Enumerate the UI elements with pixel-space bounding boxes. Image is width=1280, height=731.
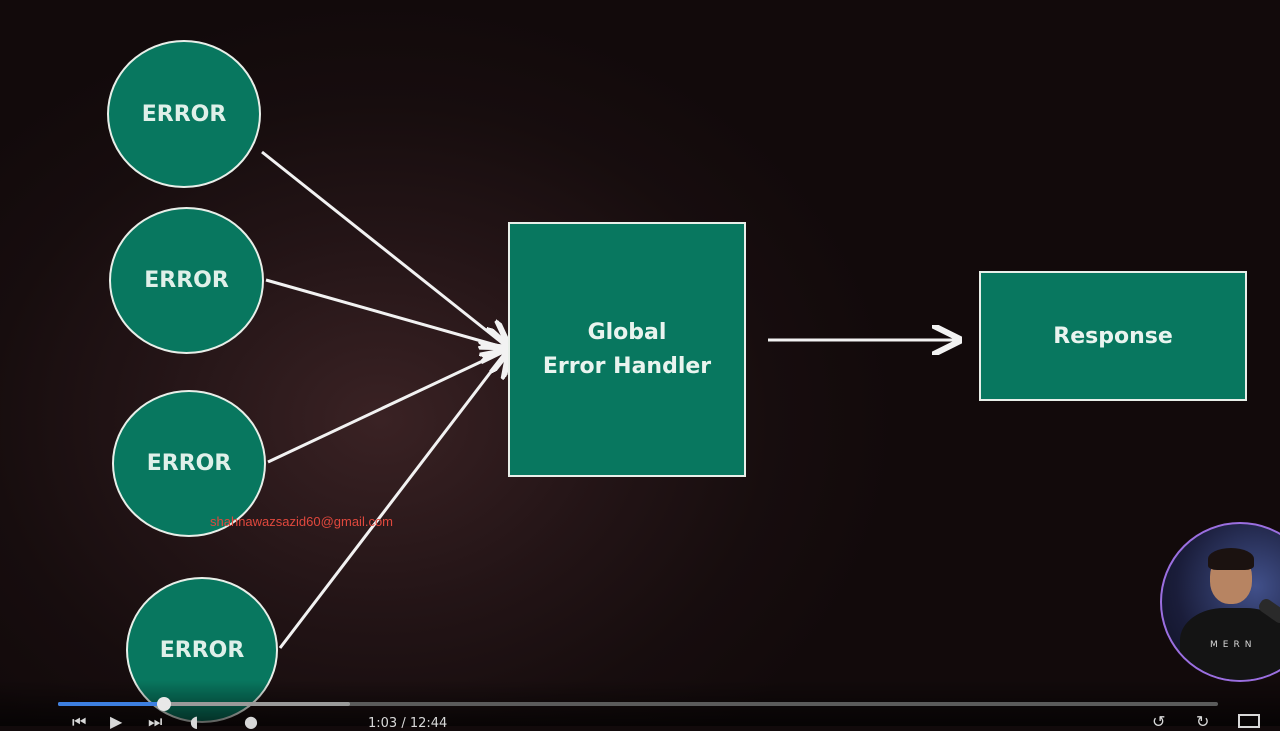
response-label: Response <box>1053 323 1173 349</box>
prev-icon[interactable]: ⏮ <box>72 712 87 731</box>
arrow-error-1 <box>261 150 506 346</box>
progress-buffered <box>58 702 350 706</box>
play-icon[interactable]: ▶ <box>110 712 123 731</box>
shirt-logo-text: MERN <box>1210 640 1257 650</box>
handler-label-line2: Error Handler <box>542 353 712 379</box>
watermark-email: shahnawazsazid60@gmail.com <box>210 514 394 529</box>
arrow-error-4 <box>278 352 506 649</box>
error-node-2: ERROR <box>109 207 264 354</box>
arrow-error-3 <box>267 350 506 464</box>
response-box: Response <box>979 271 1247 401</box>
progress-scrubber-handle[interactable] <box>157 697 171 711</box>
next-icon[interactable]: ⏭ <box>148 712 163 731</box>
progress-played <box>58 702 164 706</box>
presenter-body <box>1180 608 1280 680</box>
time-display: 1:03 / 12:44 <box>368 716 448 731</box>
error-node-1: ERROR <box>107 40 261 188</box>
arrow-error-2 <box>265 278 506 348</box>
global-error-handler-box: Global Error Handler <box>508 222 746 477</box>
forward-10-icon[interactable]: ↻ <box>1196 712 1210 731</box>
volume-slider-icon[interactable]: ● <box>244 712 258 731</box>
progress-track[interactable] <box>58 702 1218 706</box>
volume-icon[interactable]: ◖ <box>190 712 199 731</box>
presenter-hair <box>1208 548 1254 570</box>
rewind-10-icon[interactable]: ↺ <box>1152 712 1166 731</box>
error-node-3: ERROR <box>112 390 266 537</box>
handler-label-line1: Global <box>587 319 667 345</box>
